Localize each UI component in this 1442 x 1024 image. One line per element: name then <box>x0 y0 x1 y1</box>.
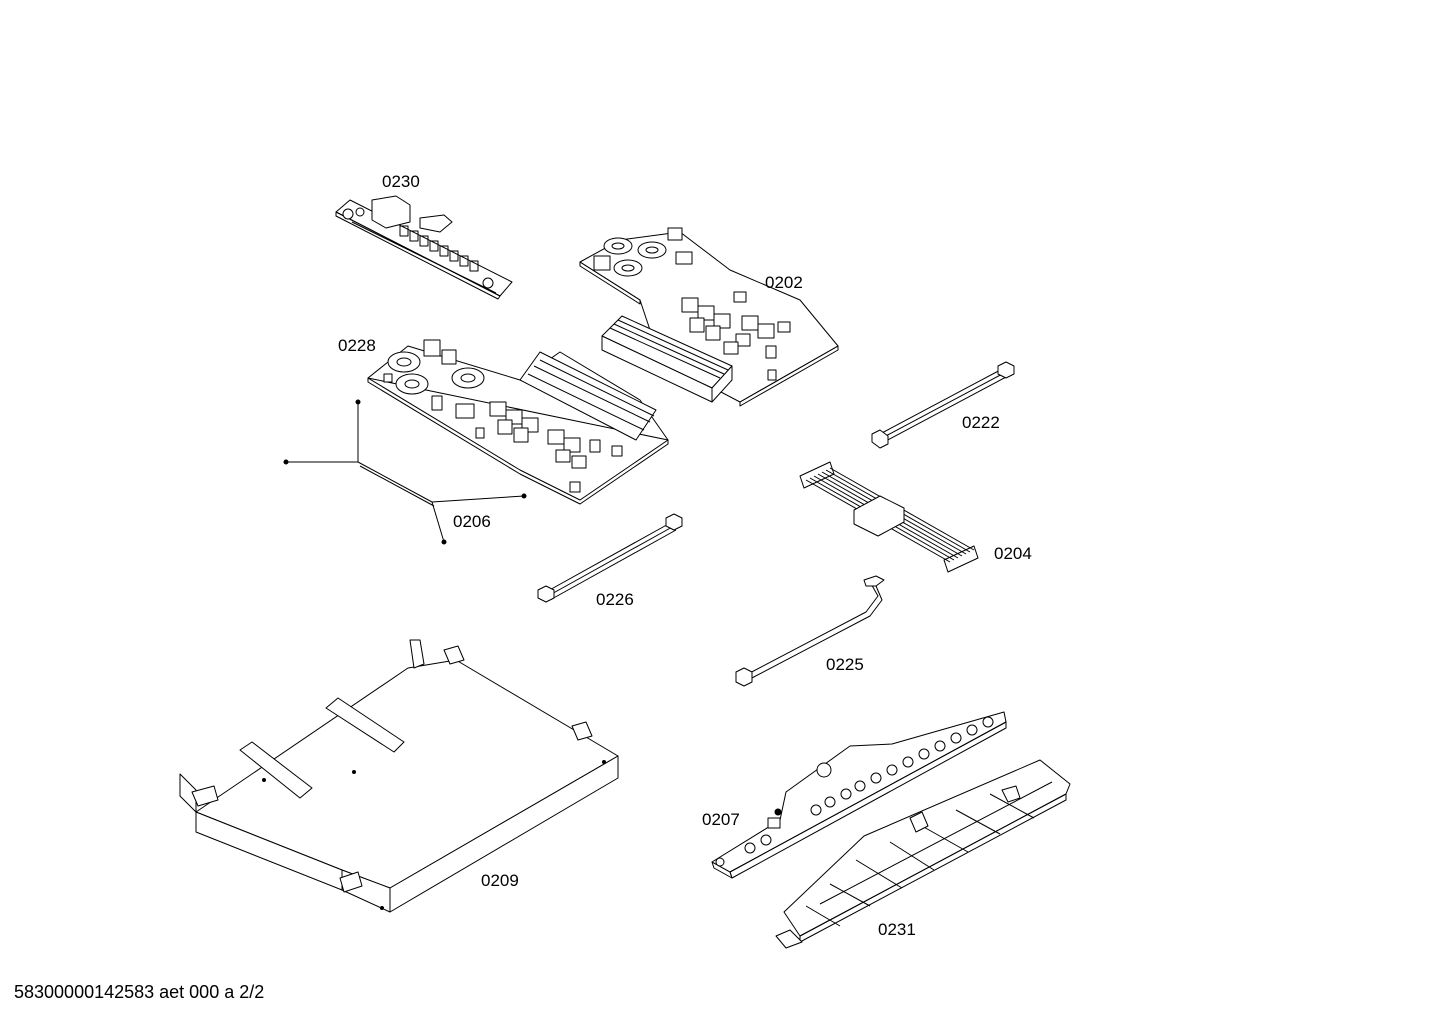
part-0225-cable[interactable] <box>735 575 885 687</box>
part-label-0202: 0202 <box>765 273 803 292</box>
part-label-0225: 0225 <box>826 655 864 674</box>
part-0204-ribbon-cable[interactable] <box>799 461 979 573</box>
part-label-0230: 0230 <box>382 172 420 191</box>
part-label-0228: 0228 <box>338 336 376 355</box>
part-0231-support-frame[interactable] <box>775 759 1071 949</box>
part-0228-main-board[interactable] <box>367 339 669 505</box>
part-label-0209: 0209 <box>481 871 519 890</box>
part-0222-cable[interactable] <box>871 361 1015 449</box>
part-label-0204: 0204 <box>994 544 1032 563</box>
part-0202-power-board[interactable] <box>579 227 839 407</box>
part-0207-display-board[interactable] <box>711 711 1007 879</box>
part-label-0207: 0207 <box>702 810 740 829</box>
part-label-0226: 0226 <box>596 590 634 609</box>
part-label-0206: 0206 <box>453 512 491 531</box>
part-0209-housing-tray[interactable] <box>179 639 619 913</box>
part-label-0231: 0231 <box>878 920 916 939</box>
part-0230-control-board[interactable] <box>335 195 513 300</box>
document-reference-footer: 58300000142583 aet 000 a 2/2 <box>14 982 265 1002</box>
part-label-0222: 0222 <box>962 413 1000 432</box>
part-0226-cable[interactable] <box>537 513 683 603</box>
part-0206-wire-set[interactable] <box>283 399 527 545</box>
